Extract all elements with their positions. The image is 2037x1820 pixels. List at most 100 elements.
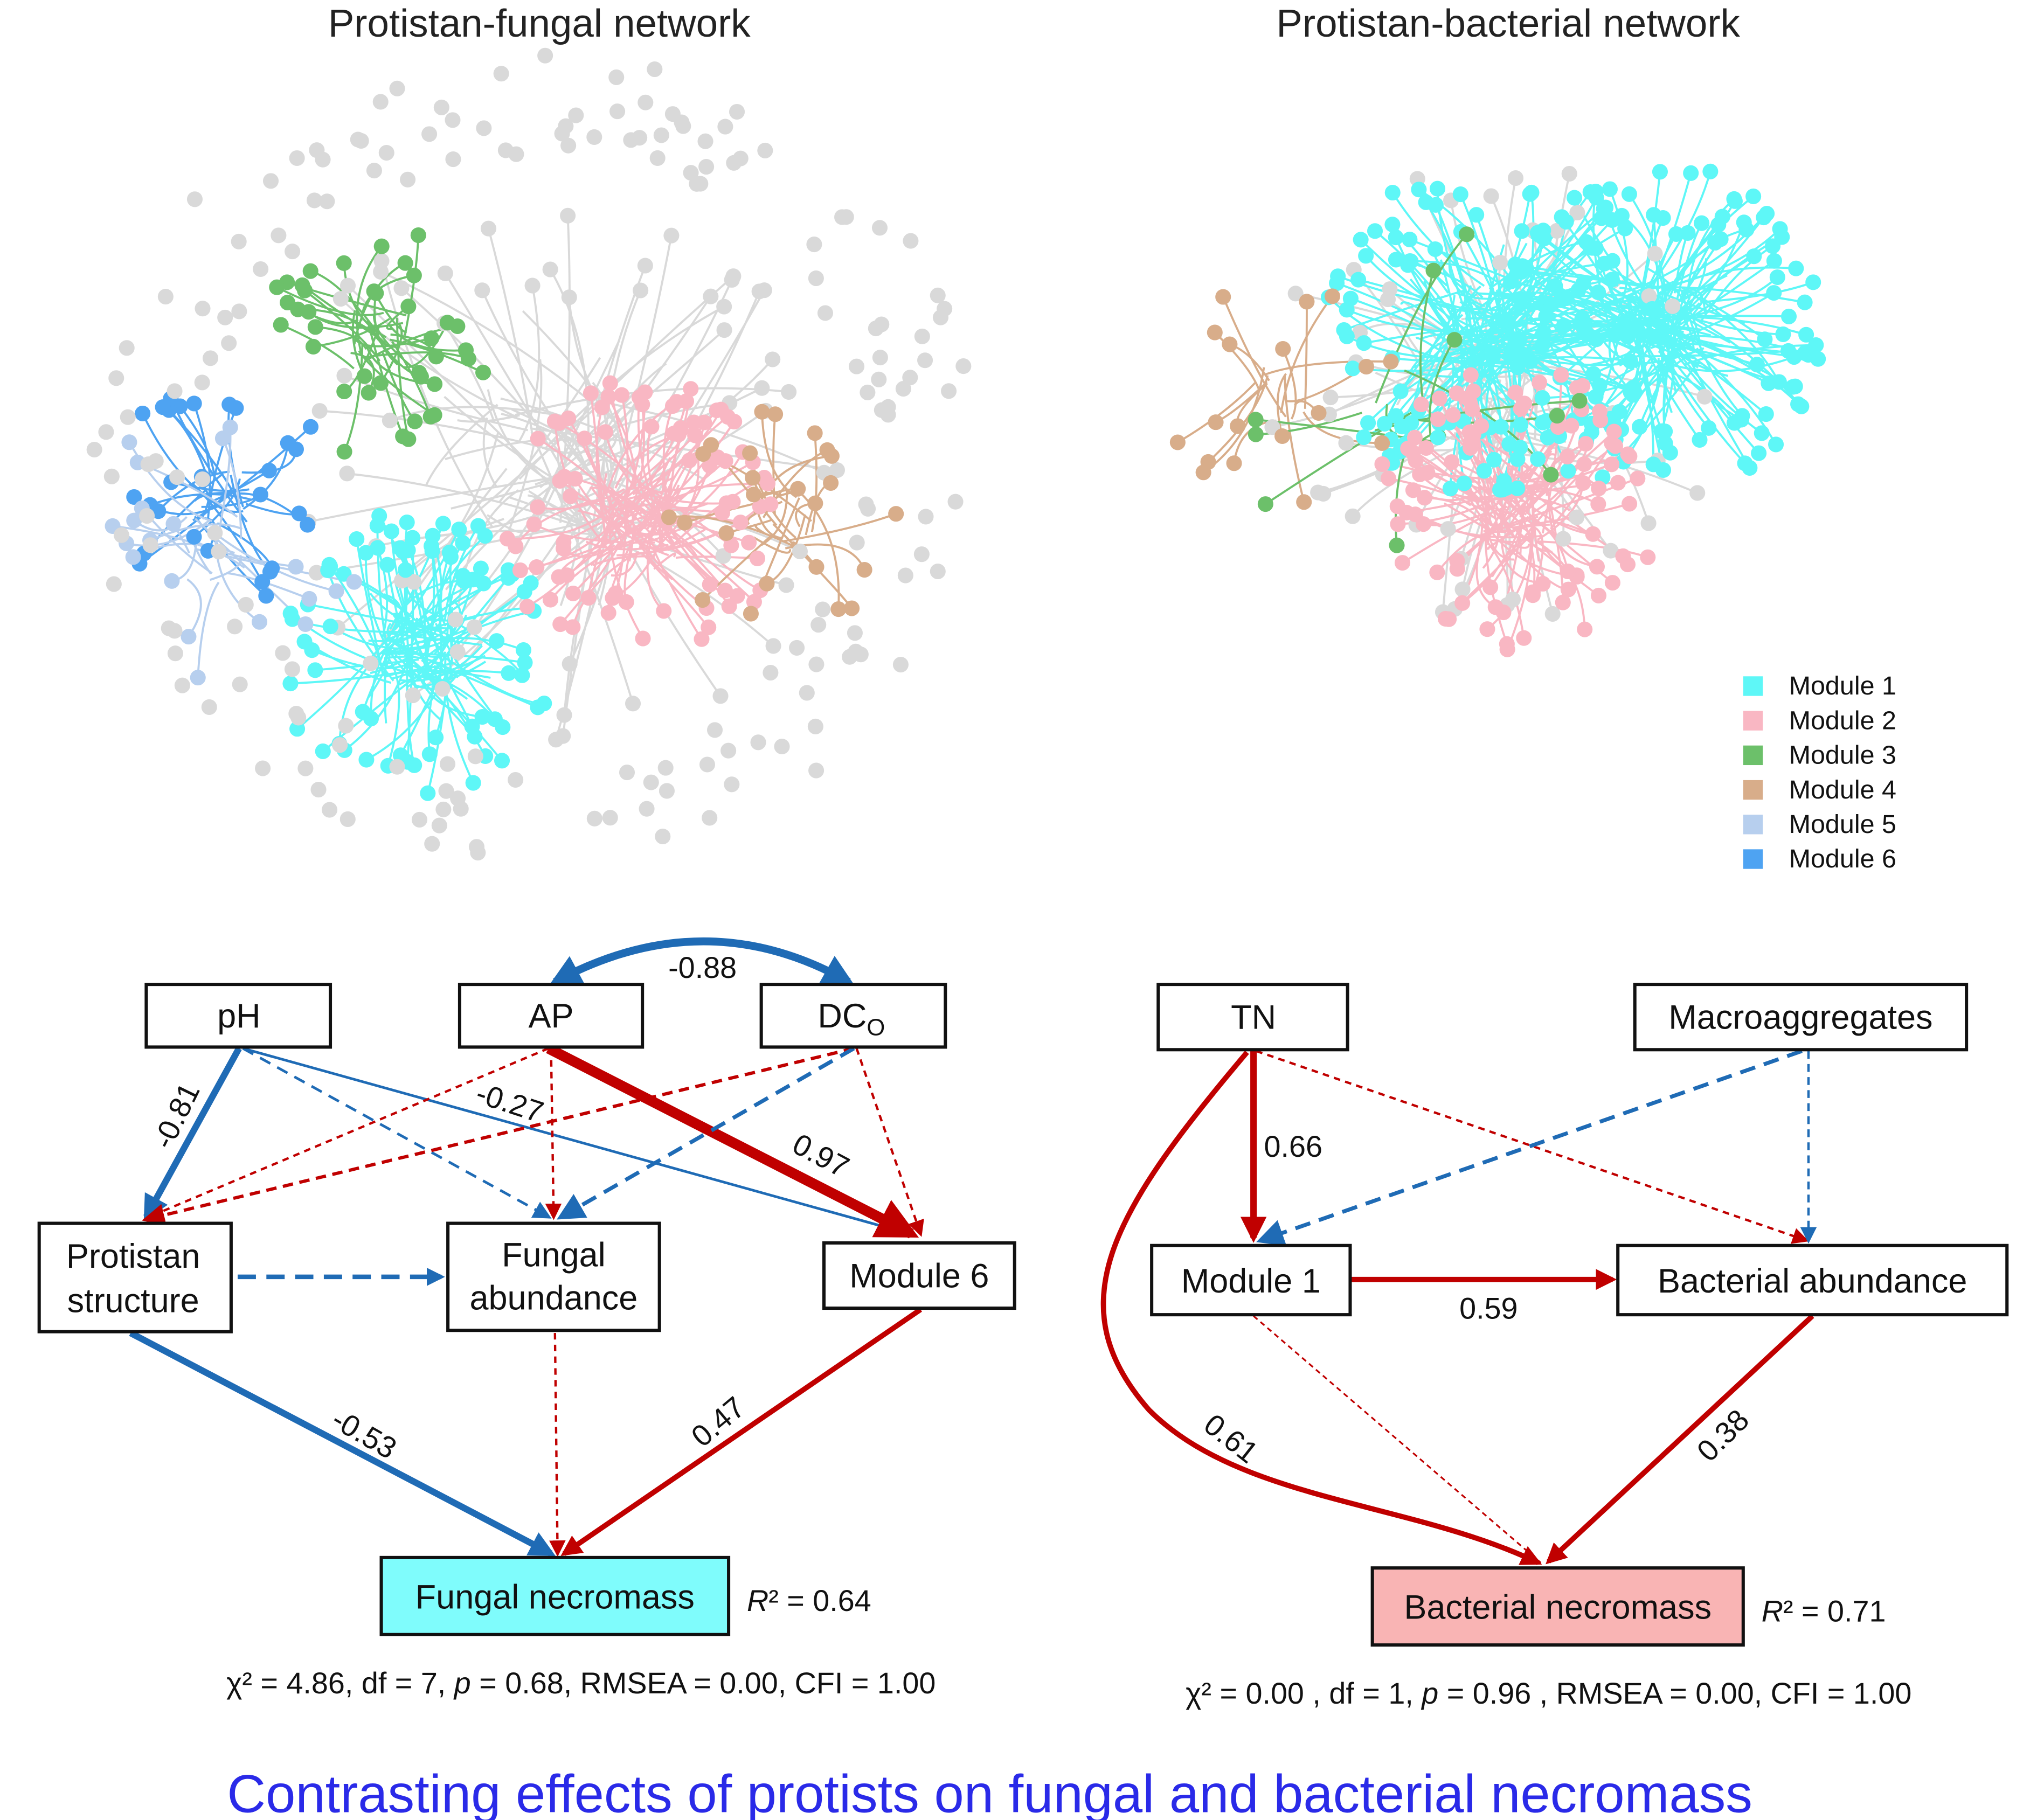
- network-node: [336, 255, 352, 271]
- node-tn-label: TN: [1231, 998, 1276, 1036]
- node-protistan-label-2: structure: [67, 1282, 199, 1319]
- network-edge: [439, 552, 451, 627]
- network-node: [808, 656, 824, 672]
- network-node: [1588, 331, 1604, 348]
- network-node: [290, 710, 307, 726]
- network-node: [1790, 396, 1806, 412]
- network-node: [1530, 451, 1546, 467]
- node-macroaggregates: Macroaggregates: [1633, 983, 1969, 1052]
- network-node: [1493, 419, 1509, 435]
- network-node: [350, 131, 366, 148]
- network-node: [397, 255, 413, 271]
- network-node: [306, 192, 322, 209]
- network-node: [1761, 375, 1777, 391]
- network-node: [1623, 353, 1639, 370]
- network-node: [1641, 288, 1657, 304]
- network-node: [451, 522, 467, 538]
- bacterial-fit-p: p: [1421, 1677, 1438, 1710]
- legend-item: Module 4: [1743, 775, 1896, 804]
- network-node: [1543, 467, 1559, 483]
- network-node: [358, 752, 375, 768]
- network-node: [1407, 506, 1423, 523]
- network-edge: [1580, 355, 1654, 419]
- network-node: [251, 614, 268, 630]
- network-node: [319, 193, 335, 210]
- network-node: [1589, 559, 1605, 575]
- network-edge: [515, 497, 605, 547]
- network-node: [1602, 181, 1618, 197]
- network-node: [291, 505, 307, 522]
- network-node: [1786, 349, 1802, 365]
- network-node: [1680, 225, 1696, 241]
- network-node: [1622, 496, 1638, 512]
- path-module1-necromass: [1253, 1315, 1542, 1564]
- fungal-r2-label: R: [747, 1584, 768, 1617]
- network-edge: [1304, 301, 1308, 409]
- network-node: [1367, 223, 1383, 239]
- network-node: [1264, 419, 1280, 435]
- network-edge: [193, 403, 211, 517]
- network-node: [655, 828, 671, 845]
- network-node: [678, 393, 695, 409]
- network-node: [1512, 440, 1528, 456]
- network-node: [1296, 494, 1312, 510]
- network-node: [1487, 599, 1504, 615]
- network-edge: [370, 652, 385, 719]
- network-edge: [1506, 486, 1534, 650]
- network-node: [289, 150, 305, 166]
- network-edge: [1177, 382, 1256, 443]
- coef-module6-necromass: 0.47: [685, 1390, 751, 1453]
- network-node: [358, 545, 374, 561]
- network-node: [1513, 345, 1529, 362]
- network-node: [848, 643, 864, 659]
- network-node: [1418, 440, 1434, 456]
- network-node: [1805, 274, 1821, 290]
- network-node: [619, 765, 635, 781]
- bacterial-fit-stats: χ² = 0.00 , df = 1, p = 0.96 , RMSEA = 0…: [1186, 1677, 1911, 1710]
- network-node: [288, 559, 304, 575]
- network-node: [447, 612, 463, 628]
- network-node: [424, 543, 440, 559]
- network-node: [1707, 234, 1723, 251]
- network-node: [288, 441, 304, 457]
- network-node: [1479, 621, 1495, 637]
- legend-item: Module 2: [1743, 706, 1896, 735]
- network-node: [201, 699, 217, 715]
- network-node: [1350, 272, 1367, 288]
- network-node: [1274, 428, 1291, 444]
- network-node: [657, 760, 674, 776]
- network-node: [913, 546, 930, 562]
- network-edge: [364, 553, 412, 679]
- network-node: [656, 603, 672, 619]
- network-node: [602, 810, 618, 826]
- path-ap-dco: [549, 937, 855, 985]
- network-node: [1215, 289, 1231, 305]
- network-node: [297, 760, 314, 776]
- network-node: [340, 277, 356, 294]
- network-node: [231, 303, 247, 319]
- network-node: [1257, 496, 1273, 512]
- network-edge: [1402, 505, 1508, 564]
- node-bacterial-necromass-label: Bacterial necromass: [1404, 1589, 1712, 1627]
- legend-item: Module 1: [1743, 671, 1896, 700]
- network-edge: [753, 536, 792, 554]
- network-node: [1657, 435, 1673, 451]
- network-node: [422, 408, 439, 425]
- network-edge: [1699, 245, 1773, 324]
- network-node: [692, 176, 709, 192]
- network-node: [373, 238, 390, 254]
- network-node: [332, 291, 349, 307]
- network-node: [1696, 388, 1713, 405]
- network-node: [1465, 427, 1481, 443]
- network-edge: [534, 523, 655, 544]
- network-node: [1315, 485, 1332, 502]
- bacterial-fit-chi: χ: [1186, 1677, 1201, 1710]
- network-node: [763, 664, 779, 681]
- network-node: [284, 661, 300, 677]
- network-node: [632, 130, 648, 146]
- network-node: [1356, 335, 1372, 351]
- network-edge: [411, 535, 486, 636]
- network-node: [743, 606, 759, 622]
- network-node: [1534, 390, 1550, 406]
